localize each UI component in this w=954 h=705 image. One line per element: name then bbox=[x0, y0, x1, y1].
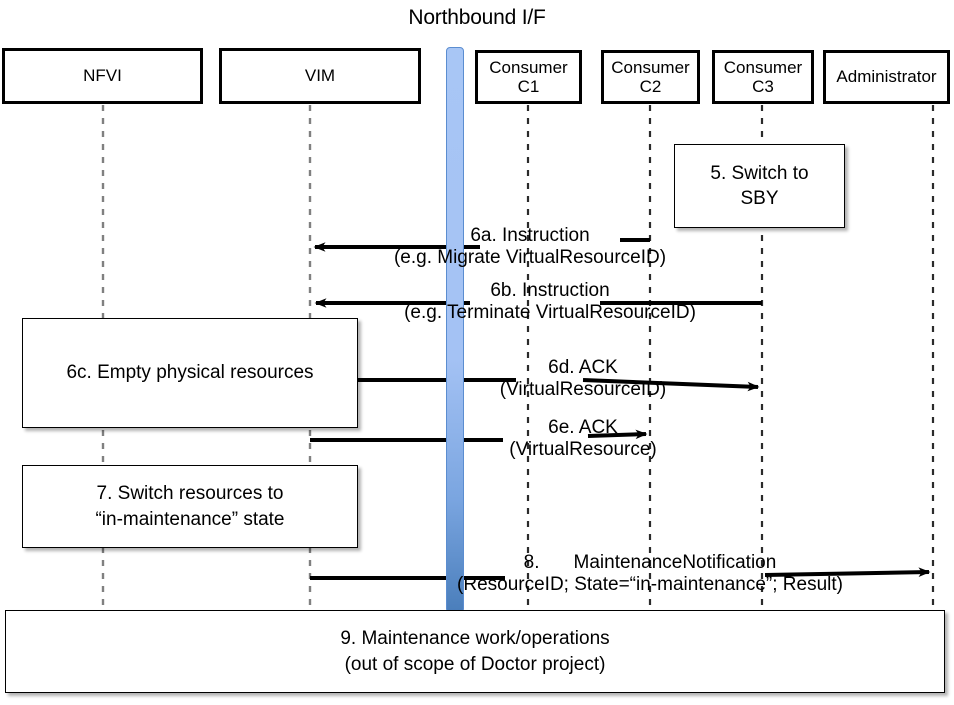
note-6c-line1: 6c. Empty physical resources bbox=[66, 362, 314, 384]
note-9-line1: 9. Maintenance work/operations bbox=[340, 628, 610, 650]
message-6a-line2: (e.g. Migrate VirtualResourceID) bbox=[393, 247, 667, 269]
actor-sublabel-consumer-c1: C1 bbox=[517, 77, 540, 96]
note-box-7-switch-resources[interactable]: 7. Switch resources to “in-maintenance” … bbox=[22, 465, 358, 548]
note-box-9-maintenance-work[interactable]: 9. Maintenance work/operations (out of s… bbox=[5, 610, 945, 693]
message-6a-line1: 6a. Instruction bbox=[470, 225, 590, 246]
message-8-line2: (ResourceID; State=“in-maintenance”; Res… bbox=[457, 574, 843, 596]
actor-box-consumer-c2[interactable]: Consumer C2 bbox=[601, 50, 700, 104]
page-title: Northbound I/F bbox=[408, 6, 546, 29]
message-6d-line2: (VirtualResourceID) bbox=[499, 379, 667, 401]
actor-label-administrator: Administrator bbox=[836, 67, 937, 87]
actor-box-nfvi[interactable]: NFVI bbox=[2, 48, 203, 104]
actor-label-nfvi: NFVI bbox=[83, 66, 122, 86]
note-7-line1: 7. Switch resources to bbox=[96, 483, 284, 505]
actor-label-consumer-c2: Consumer bbox=[611, 57, 690, 77]
message-6d-line1: 6d. ACK bbox=[548, 357, 618, 378]
actor-box-vim[interactable]: VIM bbox=[219, 48, 421, 104]
actor-label-consumer-c1: Consumer bbox=[489, 57, 568, 77]
message-8-number: 8. bbox=[523, 552, 540, 573]
message-6b-line1: 6b. Instruction bbox=[490, 280, 610, 301]
northbound-interface-bar bbox=[446, 47, 464, 613]
actor-box-consumer-c3[interactable]: Consumer C3 bbox=[712, 50, 814, 104]
message-8-line1: 8. MaintenanceNotification bbox=[390, 552, 910, 574]
note-5-line1: 5. Switch to bbox=[710, 162, 809, 184]
note-7-line2: “in-maintenance” state bbox=[95, 508, 285, 530]
message-6e-line1: 6e. ACK bbox=[548, 417, 618, 438]
actor-label-vim: VIM bbox=[304, 66, 336, 86]
note-box-5-switch-to-sby[interactable]: 5. Switch to SBY bbox=[674, 144, 845, 228]
note-box-6c-empty-physical-resources[interactable]: 6c. Empty physical resources bbox=[22, 318, 358, 428]
message-6e-line2: (VirtualResource) bbox=[509, 439, 657, 461]
actor-sublabel-consumer-c3: C3 bbox=[752, 77, 774, 96]
actor-sublabel-consumer-c2: C2 bbox=[639, 77, 662, 96]
message-6b-line2: (e.g. Terminate VirtualResourceID) bbox=[404, 302, 696, 324]
message-label-6d: 6d. ACK (VirtualResourceID) bbox=[438, 357, 728, 401]
actor-label-consumer-c3: Consumer bbox=[723, 57, 803, 77]
message-8-text: MaintenanceNotification bbox=[573, 552, 777, 573]
message-label-6a: 6a. Instruction (e.g. Migrate VirtualRes… bbox=[360, 225, 700, 269]
actor-box-administrator[interactable]: Administrator bbox=[823, 50, 950, 104]
message-label-6e: 6e. ACK (VirtualResource) bbox=[438, 417, 728, 461]
note-5-line2: SBY bbox=[740, 188, 779, 209]
message-label-8: 8. MaintenanceNotification (ResourceID; S… bbox=[390, 552, 910, 596]
note-9-line2: (out of scope of Doctor project) bbox=[344, 653, 606, 675]
actor-box-consumer-c1[interactable]: Consumer C1 bbox=[475, 50, 582, 104]
message-label-6b: 6b. Instruction (e.g. Terminate VirtualR… bbox=[360, 280, 740, 324]
